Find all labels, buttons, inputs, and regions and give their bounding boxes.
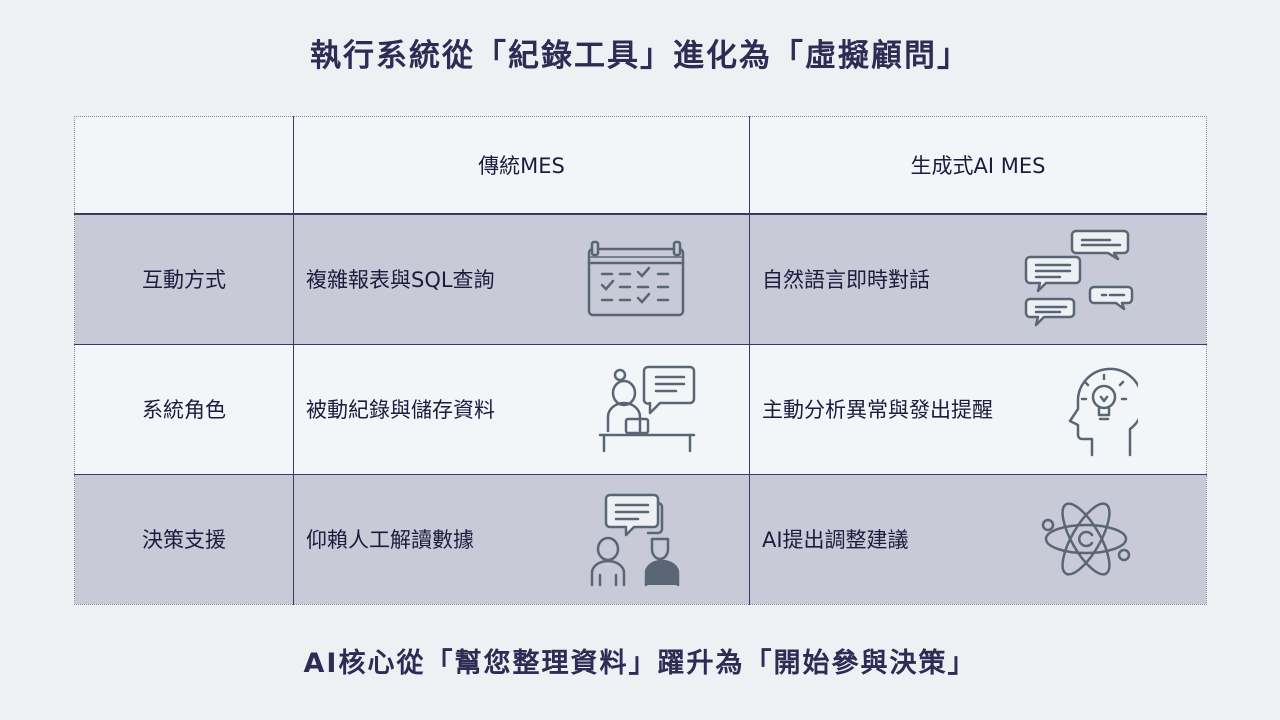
ai-text: AI提出調整建議 — [762, 528, 909, 552]
row-label: 互動方式 — [74, 214, 294, 344]
atom-icon — [1040, 493, 1132, 585]
chat-bubbles-icon — [1024, 227, 1144, 331]
ai-text: 主動分析異常與發出提醒 — [762, 398, 993, 422]
traditional-text: 仰賴人工解讀數據 — [306, 528, 474, 552]
person-at-laptop-icon — [596, 363, 698, 455]
header-traditional-mes: 傳統MES — [293, 116, 750, 215]
table-row: 決策支援 仰賴人工解讀數據 AI提出調 — [74, 473, 1207, 604]
summary-footer: AI核心從「幫您整理資料」躍升為「開始參與決策」 — [303, 648, 977, 679]
ai-cell: 自然語言即時對話 — [749, 214, 1207, 344]
calendar-checklist-icon — [586, 239, 686, 319]
traditional-cell: 被動紀錄與儲存資料 — [293, 343, 750, 474]
header-empty — [74, 116, 294, 215]
traditional-text: 被動紀錄與儲存資料 — [306, 398, 495, 422]
ai-text: 自然語言即時對話 — [762, 268, 930, 293]
page-title: 執行系統從「紀錄工具」進化為「虛擬顧問」 — [310, 38, 970, 74]
row-label: 決策支援 — [74, 473, 294, 604]
people-discussion-icon — [586, 489, 686, 589]
traditional-cell: 複雜報表與SQL查詢 — [293, 214, 750, 344]
table-row: 系統角色 被動紀錄與儲存資料 主動分析 — [74, 343, 1207, 474]
table-header-row: 傳統MES 生成式AI MES — [74, 116, 1207, 215]
row-label: 系統角色 — [74, 343, 294, 474]
comparison-table: 傳統MES 生成式AI MES 互動方式 複雜報表與SQL查詢 — [74, 116, 1207, 605]
traditional-text: 複雜報表與SQL查詢 — [306, 268, 495, 293]
table-row: 互動方式 複雜報表與SQL查詢 自然語 — [74, 214, 1207, 344]
ai-cell: 主動分析異常與發出提醒 — [749, 343, 1207, 474]
ai-cell: AI提出調整建議 — [749, 473, 1207, 604]
traditional-cell: 仰賴人工解讀數據 — [293, 473, 750, 604]
head-lightbulb-icon — [1062, 359, 1138, 459]
header-ai-mes: 生成式AI MES — [749, 116, 1207, 215]
